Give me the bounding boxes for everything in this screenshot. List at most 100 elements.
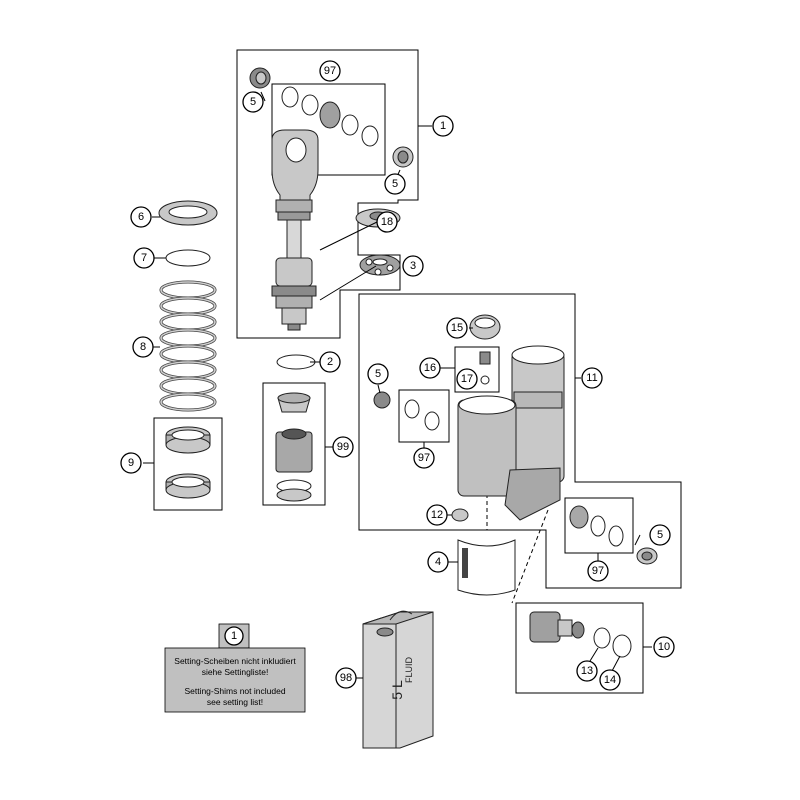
svg-text:5: 5 xyxy=(657,529,663,541)
callout-11: 11 xyxy=(581,367,603,389)
valve-16-17 xyxy=(479,351,491,385)
group-box-16 xyxy=(454,346,500,393)
spring-coil-highlight xyxy=(160,281,216,299)
snap-ring-2 xyxy=(276,354,316,370)
svg-text:5: 5 xyxy=(392,178,398,190)
group-box-99 xyxy=(262,382,326,506)
svg-text:97: 97 xyxy=(418,452,430,464)
spring-plate-6 xyxy=(158,200,218,226)
svg-text:11: 11 xyxy=(586,372,597,384)
fluid-canister-98: FLUID 5 L xyxy=(362,610,434,749)
note-line-en-2: see setting list! xyxy=(207,697,263,707)
callout-3: 3 xyxy=(402,255,424,277)
canister-label-volume: 5 L xyxy=(389,680,405,700)
group-box-9 xyxy=(153,417,223,511)
callout-10: 10 xyxy=(653,636,675,658)
reservoir-cylinder xyxy=(511,345,565,483)
setting-note: Setting-Scheiben nicht inkludiert siehe … xyxy=(164,623,306,713)
group-box-97-mid xyxy=(398,389,450,443)
screw-12 xyxy=(451,508,469,522)
svg-text:3: 3 xyxy=(410,260,416,272)
spring-coil-highlight xyxy=(160,361,216,379)
callout-13: 13 xyxy=(576,660,598,682)
callout-12: 12 xyxy=(426,504,448,526)
callout-97-mid: 97 xyxy=(413,447,435,469)
callout-7: 7 xyxy=(133,247,155,269)
svg-text:13: 13 xyxy=(581,665,593,677)
dashed-axis-reservoir xyxy=(511,509,549,604)
svg-text:12: 12 xyxy=(431,509,443,521)
callout-14: 14 xyxy=(599,669,621,691)
svg-text:18: 18 xyxy=(381,216,393,228)
svg-text:5: 5 xyxy=(375,368,381,380)
reservoir-cap-15 xyxy=(469,314,501,340)
svg-text:4: 4 xyxy=(435,556,441,568)
callout-1-top: 1 xyxy=(432,115,454,137)
eye-bushing-right-lower xyxy=(636,547,658,565)
note-line-de-2: siehe Settingliste! xyxy=(202,667,269,677)
spring-coil-highlight xyxy=(160,297,216,315)
callout-98: 98 xyxy=(335,667,357,689)
group-box-97-right xyxy=(564,497,634,554)
spring-coil-highlight xyxy=(160,329,216,347)
note-line-de-1: Setting-Scheiben nicht inkludiert xyxy=(174,656,296,666)
callout-5-mid: 5 xyxy=(367,363,389,385)
callout-9: 9 xyxy=(120,452,142,474)
svg-text:97: 97 xyxy=(324,65,336,77)
svg-text:1: 1 xyxy=(231,630,237,642)
svg-text:97: 97 xyxy=(592,565,604,577)
callout-5-topright: 5 xyxy=(384,173,406,195)
callout-15: 15 xyxy=(446,317,468,339)
seal-ring-set-top xyxy=(281,86,379,147)
spring-coil-highlight xyxy=(160,345,216,363)
svg-text:7: 7 xyxy=(141,252,147,264)
canister-label-fluid: FLUID xyxy=(404,657,414,684)
callout-5-topleft: 5 xyxy=(242,91,264,113)
callout-5-right: 5 xyxy=(649,524,671,546)
svg-text:2: 2 xyxy=(327,356,333,368)
svg-text:15: 15 xyxy=(451,322,463,334)
group-box-1 xyxy=(236,49,419,339)
callout-8: 8 xyxy=(132,336,154,358)
svg-text:10: 10 xyxy=(658,641,670,653)
o-rings-13-14 xyxy=(593,627,632,658)
svg-text:17: 17 xyxy=(461,373,473,385)
svg-text:6: 6 xyxy=(138,211,144,223)
group-box-11 xyxy=(358,293,682,589)
callout-4: 4 xyxy=(427,551,449,573)
damper-housing xyxy=(457,395,561,521)
callout-17: 17 xyxy=(456,368,478,390)
spring-coil-highlight xyxy=(160,313,216,331)
svg-text:99: 99 xyxy=(337,441,349,453)
seal-kit-99 xyxy=(275,392,313,502)
callout-99: 99 xyxy=(332,436,354,458)
seal-rings-right xyxy=(569,505,624,547)
eye-bushing-right xyxy=(392,146,414,168)
svg-text:16: 16 xyxy=(424,362,436,374)
svg-text:8: 8 xyxy=(140,341,146,353)
eye-bushing-left xyxy=(249,67,271,89)
label-sticker-4 xyxy=(457,539,516,596)
callout-16: 16 xyxy=(419,357,441,379)
adjuster-10 xyxy=(529,611,585,643)
spring-8 xyxy=(159,280,217,412)
svg-text:5: 5 xyxy=(250,96,256,108)
seal-rings-mid xyxy=(404,399,440,431)
svg-text:1: 1 xyxy=(440,120,446,132)
eye-bushing-mid xyxy=(373,391,391,409)
callout-6: 6 xyxy=(130,206,152,228)
svg-text:98: 98 xyxy=(340,672,352,684)
callout-97-right: 97 xyxy=(587,560,609,582)
spring-coil-highlight xyxy=(160,377,216,395)
spring-coil-highlight xyxy=(160,393,216,411)
retaining-ring-7 xyxy=(165,249,211,267)
callout-1-note: 1 xyxy=(224,626,244,646)
preload-nut-9 xyxy=(165,426,211,499)
callout-18: 18 xyxy=(376,211,398,233)
group-box-10 xyxy=(515,602,644,694)
svg-text:14: 14 xyxy=(604,674,616,686)
note-line-en-1: Setting-Shims not included xyxy=(184,686,285,696)
damper-body xyxy=(271,129,319,331)
callout-97-top: 97 xyxy=(319,60,341,82)
